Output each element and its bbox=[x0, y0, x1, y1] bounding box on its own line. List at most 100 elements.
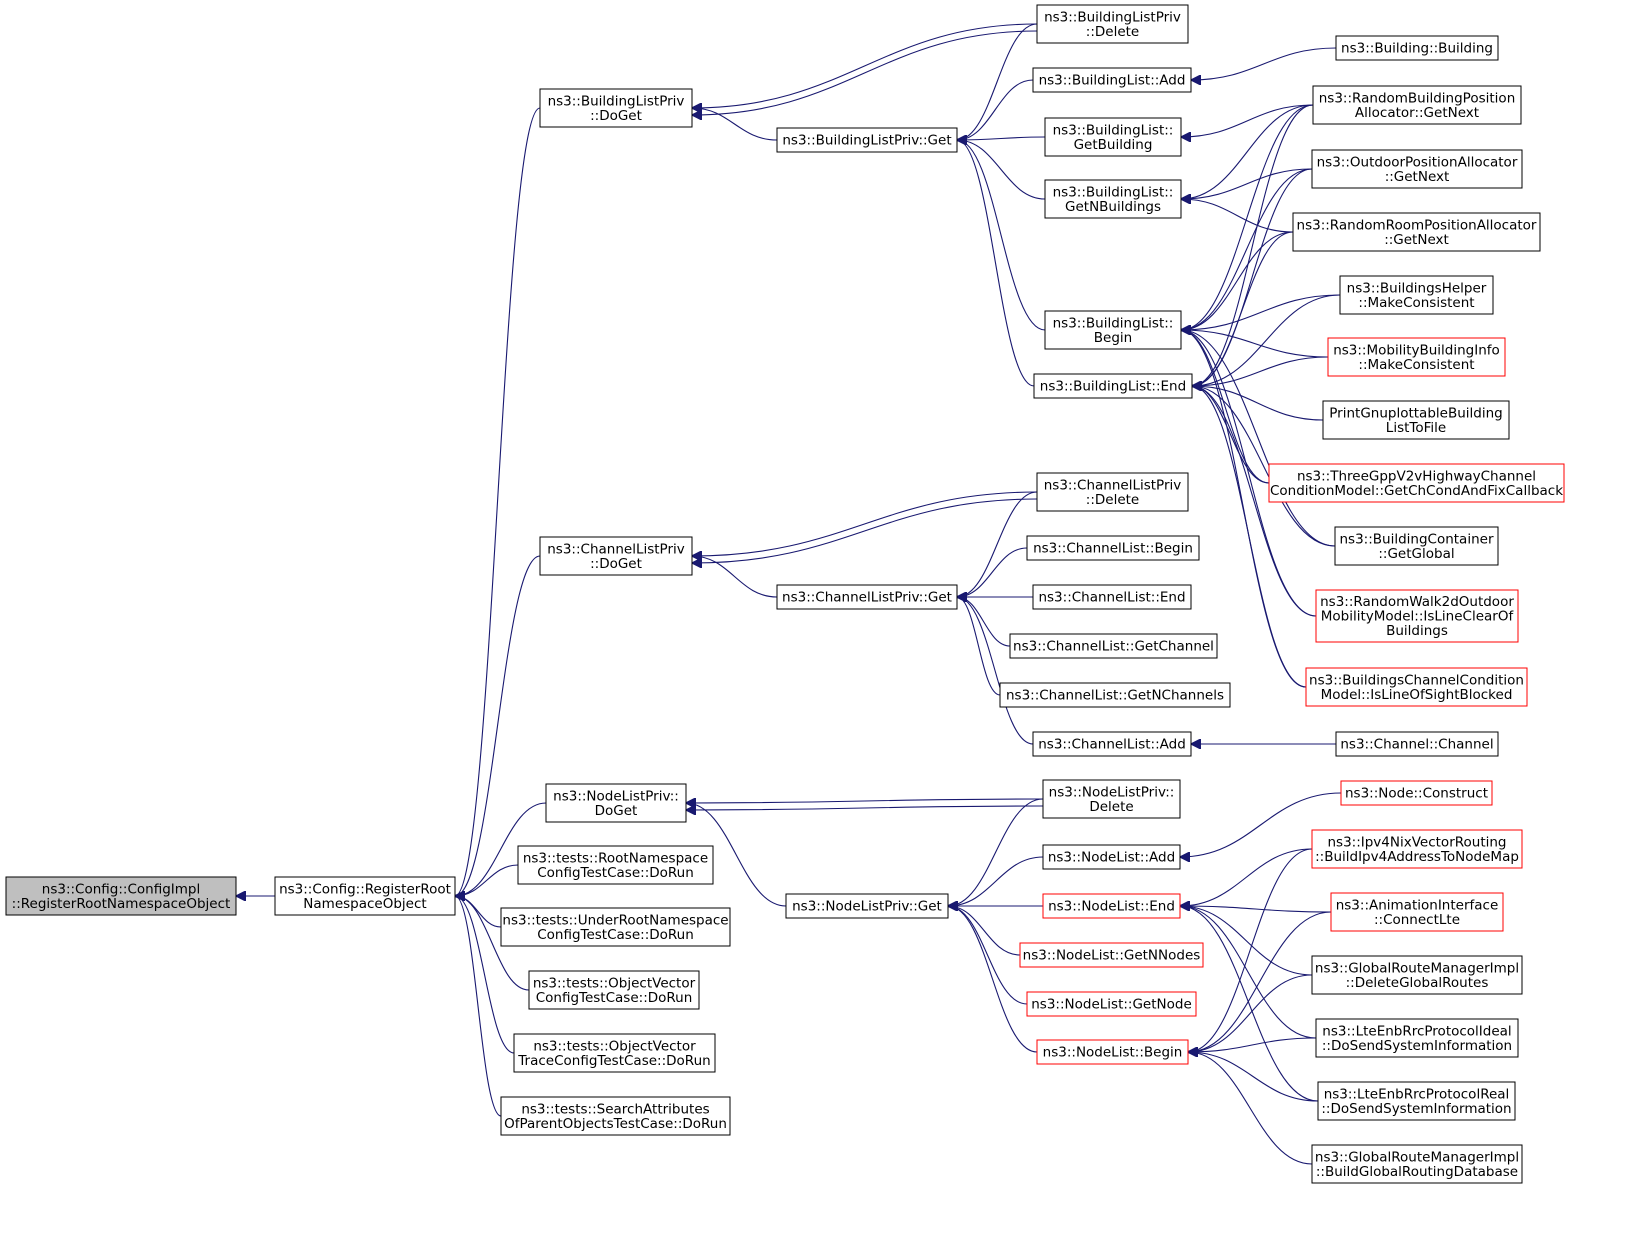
node-label: ns3::RandomWalk2dOutdoor bbox=[1320, 594, 1514, 610]
function-node[interactable]: ns3::OutdoorPositionAllocator::GetNext bbox=[1311, 149, 1523, 189]
function-node[interactable]: ns3::RandomRoomPositionAllocator::GetNex… bbox=[1292, 212, 1541, 252]
function-node[interactable]: ns3::Building::Building bbox=[1335, 35, 1499, 61]
function-node[interactable]: ns3::BuildingsHelper::MakeConsistent bbox=[1339, 275, 1494, 315]
node-box bbox=[1032, 584, 1192, 610]
function-node[interactable]: ns3::NodeListPriv::Delete bbox=[1042, 779, 1181, 819]
call-edge bbox=[1181, 168, 1313, 199]
function-node[interactable]: ns3::NodeList::GetNNodes bbox=[1019, 942, 1204, 968]
node-label: ns3::Config::RegisterRoot bbox=[279, 881, 451, 897]
call-edge bbox=[1192, 356, 1329, 386]
node-label: ns3::Building::Building bbox=[1341, 41, 1493, 57]
function-node[interactable]: ns3::BuildingListPriv::Get bbox=[776, 127, 958, 153]
node-box bbox=[1305, 667, 1528, 707]
call-edge bbox=[1192, 386, 1336, 547]
function-node[interactable]: ns3::BuildingContainer::GetGlobal bbox=[1334, 526, 1499, 566]
call-edge bbox=[957, 23, 1038, 140]
call-edge bbox=[455, 802, 547, 896]
call-edge bbox=[1181, 104, 1314, 330]
call-edge bbox=[957, 597, 1001, 696]
node-label: ns3::ChannelList::GetNChannels bbox=[1006, 688, 1224, 704]
function-node[interactable]: ns3::BuildingListPriv::Delete bbox=[1036, 4, 1189, 44]
node-label: ns3::NodeListPriv:: bbox=[1049, 784, 1175, 800]
function-node[interactable]: ns3::LteEnbRrcProtocolIdeal::DoSendSyste… bbox=[1315, 1018, 1519, 1058]
node-label: GetBuilding bbox=[1074, 137, 1153, 153]
node-label: GetNBuildings bbox=[1065, 199, 1161, 215]
function-node[interactable]: ns3::BuildingListPriv::DoGet bbox=[539, 88, 693, 128]
function-node[interactable]: ns3::ChannelList::GetNChannels bbox=[999, 682, 1231, 708]
function-node[interactable]: ns3::NodeListPriv::Get bbox=[785, 893, 949, 919]
function-node[interactable]: ns3::BuildingList::Begin bbox=[1044, 310, 1182, 350]
function-node[interactable]: ns3::BuildingList::Add bbox=[1032, 67, 1192, 93]
node-label: ns3::tests::UnderRootNamespace bbox=[502, 912, 728, 928]
node-label: ::RegisterRootNamespaceObject bbox=[12, 896, 231, 912]
call-edge bbox=[1188, 974, 1313, 1052]
node-box bbox=[1312, 85, 1522, 125]
call-edge bbox=[692, 108, 778, 141]
function-node[interactable]: ns3::ChannelListPriv::DoGet bbox=[539, 536, 693, 576]
node-label: ns3::NodeList::Add bbox=[1048, 850, 1175, 866]
node-label: ::GetNext bbox=[1385, 169, 1450, 185]
call-edge bbox=[692, 30, 1038, 115]
function-node[interactable]: ns3::Ipv4NixVectorRouting::BuildIpv4Addr… bbox=[1311, 829, 1523, 869]
function-node[interactable]: ns3::ChannelList::Add bbox=[1032, 731, 1192, 757]
call-edge bbox=[1181, 104, 1314, 137]
node-box bbox=[528, 970, 700, 1010]
function-node[interactable]: ns3::Node::Construct bbox=[1340, 780, 1493, 806]
node-label: ::BuildIpv4AddressToNodeMap bbox=[1315, 849, 1519, 865]
function-node[interactable]: ns3::ChannelListPriv::Get bbox=[776, 584, 958, 610]
function-node[interactable]: ns3::NodeList::Begin bbox=[1036, 1039, 1189, 1065]
function-node[interactable]: ns3::RandomWalk2dOutdoorMobilityModel::I… bbox=[1315, 589, 1519, 643]
function-node[interactable]: ns3::BuildingList::End bbox=[1033, 373, 1193, 399]
function-node[interactable]: ns3::ChannelList::Begin bbox=[1026, 535, 1200, 561]
function-node[interactable]: ns3::tests::ObjectVectorTraceConfigTestC… bbox=[513, 1033, 716, 1073]
call-edge bbox=[1192, 386, 1270, 484]
function-node[interactable]: ns3::ChannelList::GetChannel bbox=[1009, 633, 1218, 659]
function-node[interactable]: ns3::BuildingList::GetBuilding bbox=[1044, 117, 1182, 157]
function-node[interactable]: ns3::GlobalRouteManagerImpl::BuildGlobal… bbox=[1311, 1144, 1523, 1184]
node-label: ns3::BuildingListPriv bbox=[548, 93, 685, 109]
function-node[interactable]: ns3::MobilityBuildingInfo::MakeConsisten… bbox=[1327, 337, 1506, 377]
node-label: ::DoSendSystemInformation bbox=[1321, 1101, 1511, 1117]
function-node[interactable]: ns3::BuildingsChannelConditionModel::IsL… bbox=[1305, 667, 1528, 707]
node-box bbox=[776, 584, 958, 610]
node-label: ::MakeConsistent bbox=[1358, 357, 1474, 373]
call-edge bbox=[957, 140, 1046, 331]
function-node[interactable]: ns3::NodeList::GetNode bbox=[1026, 991, 1197, 1017]
node-label: ns3::BuildingList:: bbox=[1053, 315, 1174, 331]
node-box bbox=[1019, 942, 1204, 968]
function-node[interactable]: ns3::ThreeGppV2vHighwayChannelConditionM… bbox=[1268, 463, 1565, 503]
function-node[interactable]: ns3::LteEnbRrcProtocolReal::DoSendSystem… bbox=[1317, 1081, 1516, 1121]
function-node[interactable]: ns3::ChannelList::End bbox=[1032, 584, 1192, 610]
node-label: ns3::GlobalRouteManagerImpl bbox=[1315, 960, 1519, 976]
function-node[interactable]: ns3::AnimationInterface::ConnectLte bbox=[1330, 892, 1504, 932]
node-box bbox=[1335, 731, 1499, 757]
function-node[interactable]: ns3::RandomBuildingPositionAllocator::Ge… bbox=[1312, 85, 1522, 125]
node-box bbox=[500, 1096, 731, 1136]
node-box bbox=[1335, 35, 1499, 61]
function-node[interactable]: ns3::NodeListPriv::DoGet bbox=[545, 783, 687, 823]
call-edge bbox=[957, 137, 1046, 140]
function-node[interactable]: ns3::tests::UnderRootNamespaceConfigTest… bbox=[500, 907, 731, 947]
node-box bbox=[1292, 212, 1541, 252]
function-node[interactable]: ns3::tests::RootNamespaceConfigTestCase:… bbox=[517, 845, 714, 885]
function-node[interactable]: ns3::tests::ObjectVectorConfigTestCase::… bbox=[528, 970, 700, 1010]
function-node[interactable]: ns3::Config::RegisterRootNamespaceObject bbox=[274, 876, 456, 916]
node-label: ns3::tests::ObjectVector bbox=[533, 975, 696, 991]
call-edge bbox=[1180, 848, 1313, 906]
node-box bbox=[1315, 589, 1519, 643]
node-box bbox=[1044, 117, 1182, 157]
function-node[interactable]: ns3::NodeList::End bbox=[1042, 893, 1181, 919]
function-node[interactable]: ns3::NodeList::Add bbox=[1042, 844, 1181, 870]
call-edge bbox=[957, 140, 1046, 200]
function-node[interactable]: ns3::BuildingList::GetNBuildings bbox=[1044, 179, 1182, 219]
function-node[interactable]: ns3::GlobalRouteManagerImpl::DeleteGloba… bbox=[1311, 955, 1523, 995]
function-node[interactable]: ns3::tests::SearchAttributesOfParentObje… bbox=[500, 1096, 731, 1136]
function-node[interactable]: ns3::ChannelListPriv::Delete bbox=[1036, 472, 1189, 512]
node-label: MobilityModel::IsLineClearOf bbox=[1321, 609, 1515, 625]
node-box bbox=[1032, 731, 1192, 757]
call-edge bbox=[455, 896, 515, 1054]
node-box bbox=[1026, 535, 1200, 561]
node-label: OfParentObjectsTestCase::DoRun bbox=[504, 1116, 727, 1132]
function-node[interactable]: ns3::Channel::Channel bbox=[1335, 731, 1499, 757]
